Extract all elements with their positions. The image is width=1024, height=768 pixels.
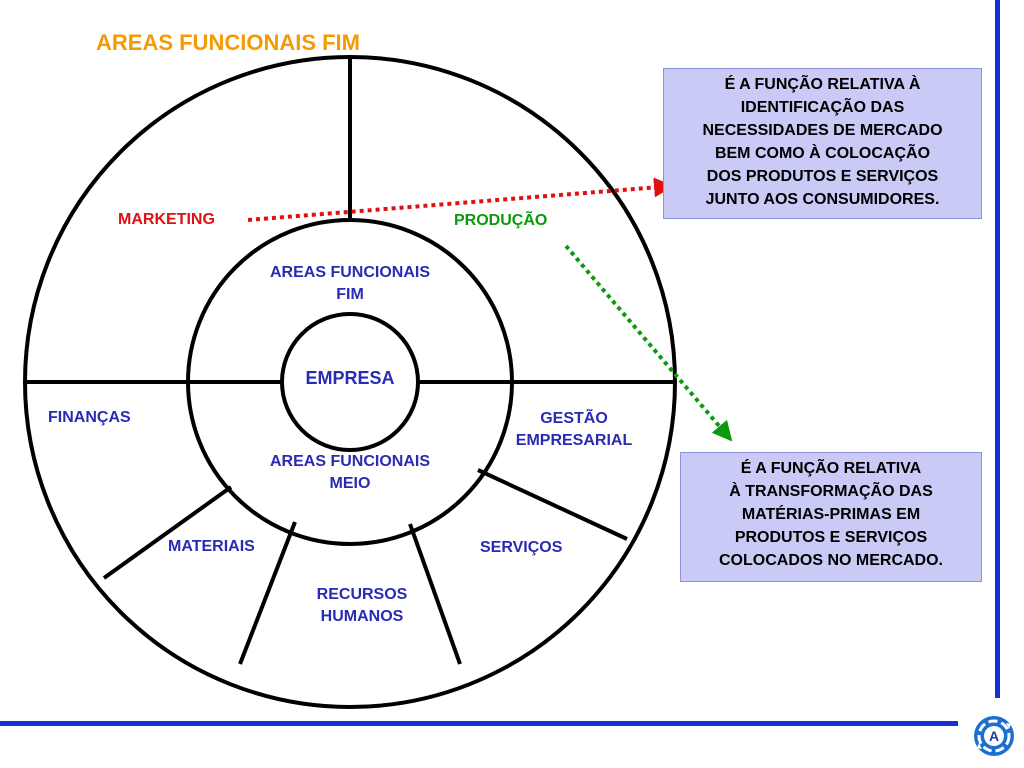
producao-label: PRODUÇÃO <box>454 212 548 229</box>
marketing-description: É A FUNÇÃO RELATIVA À IDENTIFICAÇÃO DAS … <box>663 68 982 219</box>
logo-letter: A <box>989 728 999 744</box>
divider-bottom-4 <box>477 468 628 541</box>
divider-bottom-2 <box>238 521 297 665</box>
right-vertical-rule <box>995 0 1000 698</box>
financas-label: FINANÇAS <box>48 409 131 426</box>
divider-bottom-3 <box>408 523 462 665</box>
gestao-label: GESTÃO EMPRESARIAL <box>515 410 633 449</box>
materiais-label: MATERIAIS <box>168 538 255 555</box>
circular-arrows-logo-icon: A <box>974 716 1014 756</box>
page-title: AREAS FUNCIONAIS FIM <box>96 30 360 55</box>
marketing-arrow <box>247 177 674 222</box>
divider-bottom-1 <box>102 485 233 580</box>
areas-fim-label: AREAS FUNCIONAIS FIM <box>269 264 430 303</box>
areas-meio-label: AREAS FUNCIONAIS MEIO <box>269 453 430 492</box>
servicos-label: SERVIÇOS <box>480 539 563 556</box>
producao-arrow <box>564 244 733 442</box>
recursos-humanos-label: RECURSOS HUMANOS <box>316 586 408 625</box>
marketing-label: MARKETING <box>118 211 215 228</box>
empresa-label: EMPRESA <box>305 368 395 388</box>
bottom-horizontal-rule <box>0 721 958 726</box>
producao-description: É A FUNÇÃO RELATIVA À TRANSFORMAÇÃO DAS … <box>680 452 982 582</box>
outer-ring <box>23 55 677 709</box>
